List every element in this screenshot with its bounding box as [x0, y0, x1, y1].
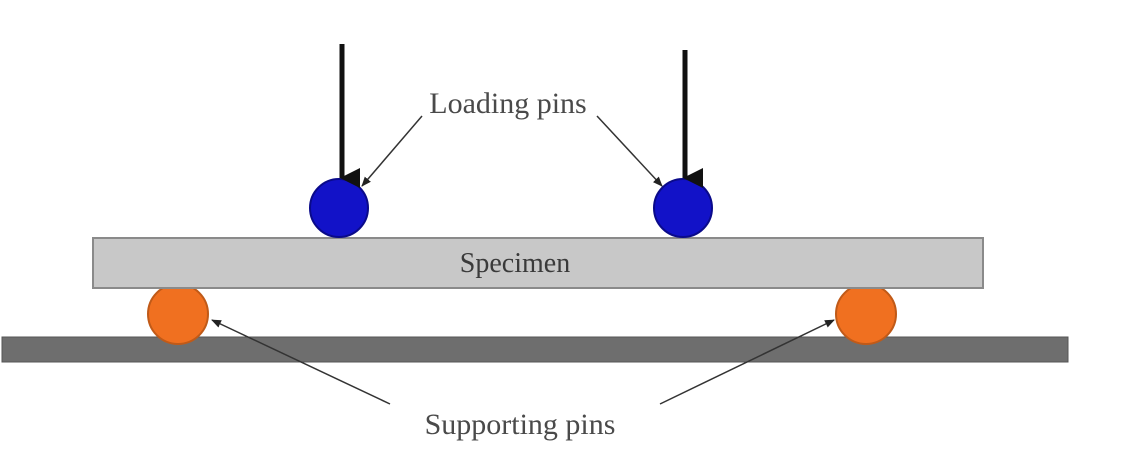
supporting-pin-leader-left [211, 319, 391, 405]
supporting-pin-leader-right [659, 319, 835, 405]
loading-pin-leader-right [596, 115, 663, 187]
loading-pins-label: Loading pins [429, 87, 587, 120]
supporting-pins-label: Supporting pins [425, 408, 616, 441]
loading-pin-left [309, 178, 369, 238]
specimen-label: Specimen [460, 248, 570, 279]
supporting-pin-right [835, 283, 897, 345]
loading-pin-right [653, 178, 713, 238]
loading-pin-leader-left [361, 115, 423, 187]
specimen-bar [92, 237, 984, 289]
supporting-pin-left [147, 283, 209, 345]
base-plate [1, 336, 1069, 363]
